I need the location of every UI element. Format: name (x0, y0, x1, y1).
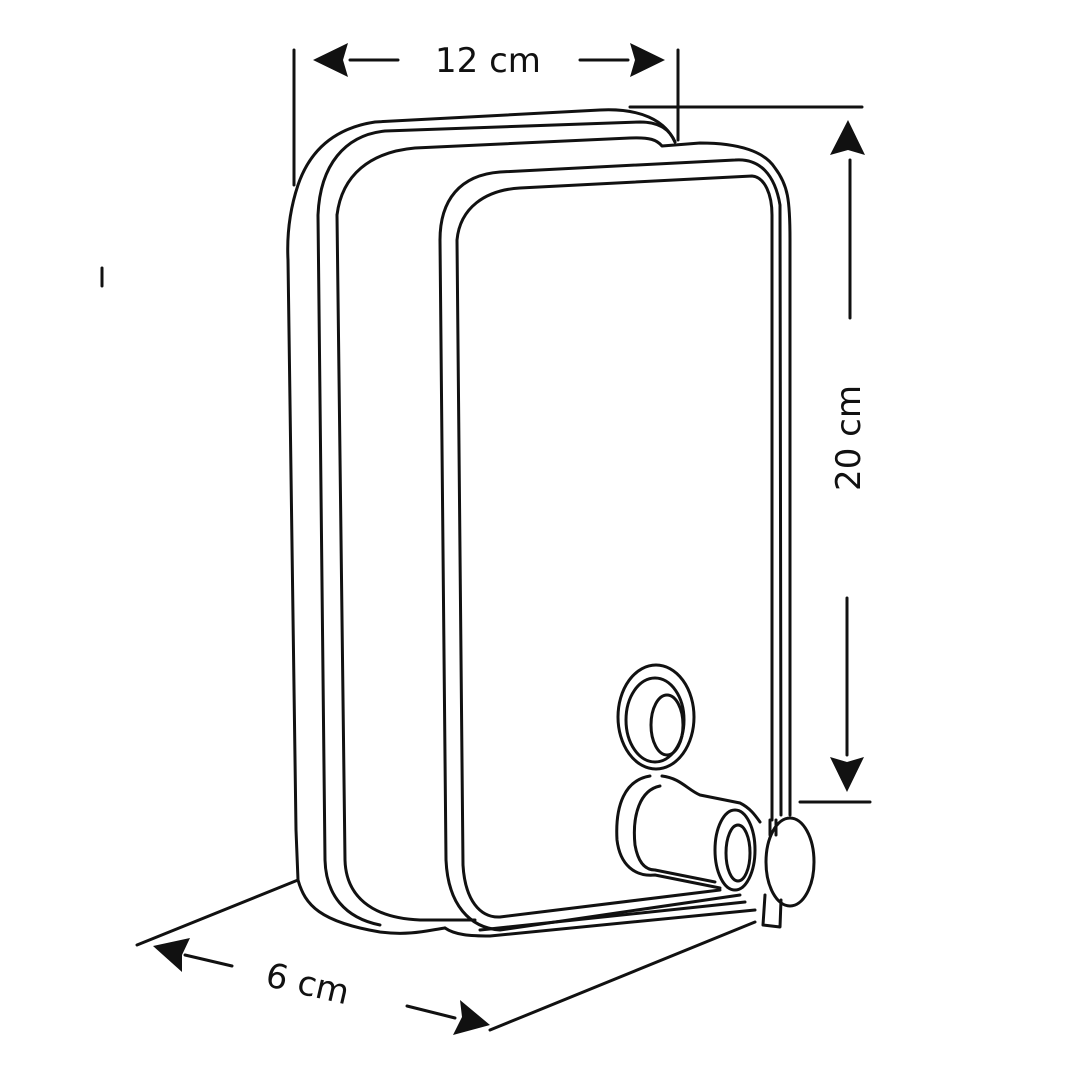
dispenser-body-side (335, 213, 477, 922)
arrow-left-down-icon (153, 938, 190, 972)
level-window-inner (649, 693, 685, 757)
arrow-left-icon (313, 43, 348, 77)
pump-nozzle (761, 818, 783, 929)
front-bottom-edge (443, 900, 757, 938)
dimension-height: 20 cm (628, 105, 872, 804)
pump-arm (615, 774, 762, 890)
back-plate-inner (316, 120, 677, 927)
pump-button (764, 816, 816, 908)
front-panel-mid (438, 238, 742, 932)
depth-label: 6 cm (262, 955, 353, 1013)
arrow-right-down-icon (453, 1000, 490, 1035)
dimension-width: 12 cm (292, 41, 680, 187)
dispenser-body-outer (335, 136, 792, 817)
back-plate-outer (286, 108, 677, 935)
front-panel-inner (455, 174, 774, 919)
arrow-down-icon (830, 757, 864, 792)
height-label: 20 cm (829, 385, 869, 491)
pump-collar-inner (724, 823, 752, 883)
arrow-right-icon (630, 43, 665, 77)
front-panel-outer (438, 158, 783, 817)
level-window-outer (616, 663, 696, 771)
width-label: 12 cm (435, 41, 541, 81)
dimension-depth: 6 cm (135, 878, 757, 1035)
arrow-up-icon (830, 120, 865, 155)
pump-collar (713, 808, 757, 892)
